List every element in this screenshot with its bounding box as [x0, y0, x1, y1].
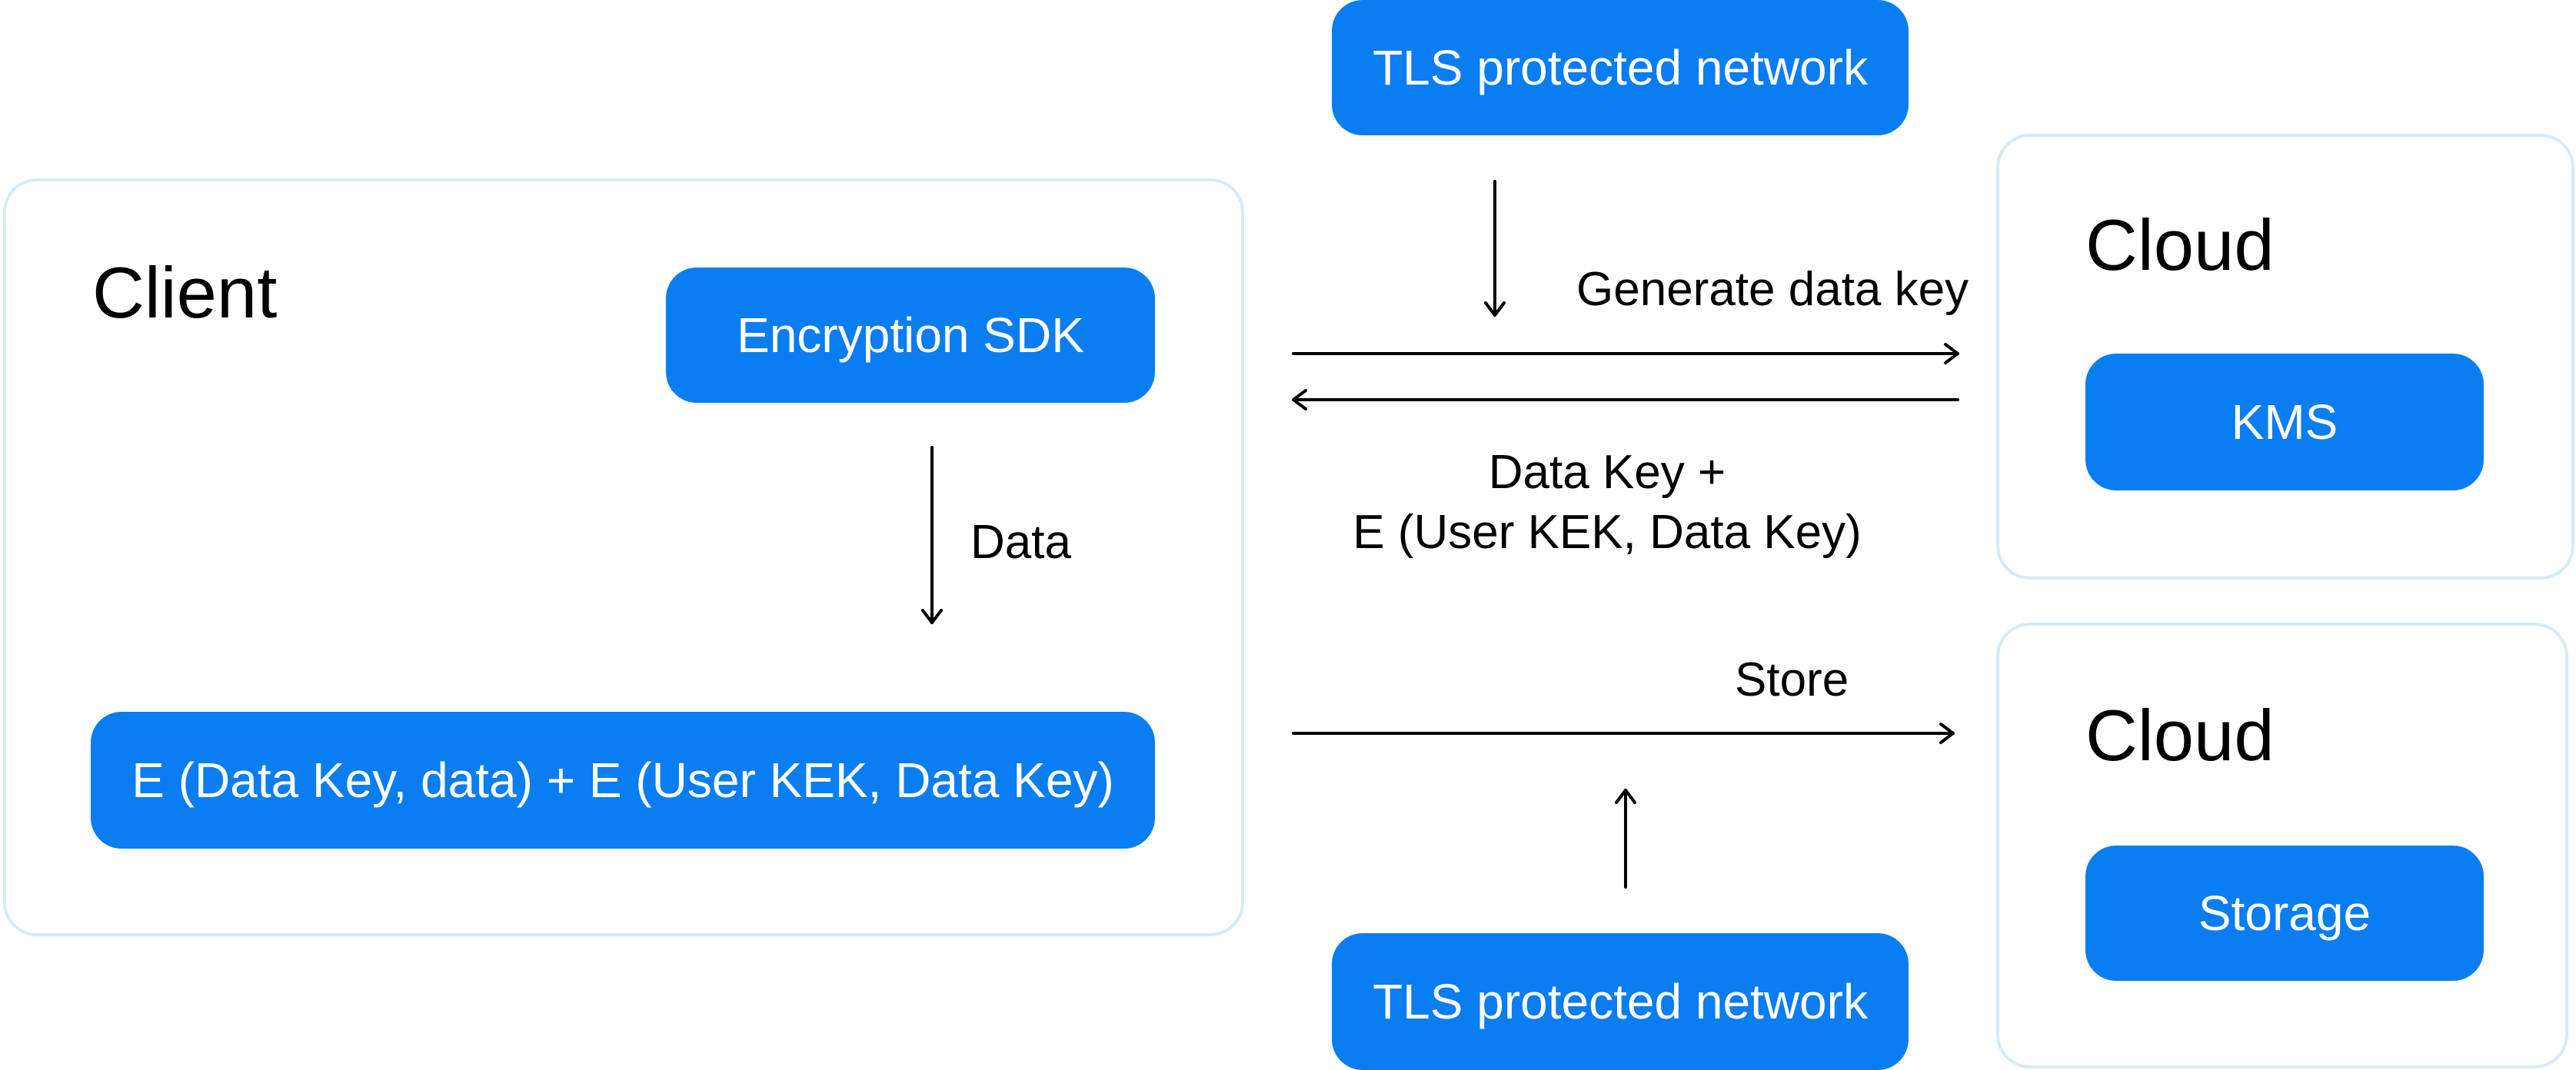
data-down-arrow — [921, 446, 943, 624]
data-label: Data — [970, 516, 1071, 569]
store-label: Store — [1735, 653, 1849, 706]
data-key-return-label: Data Key + E (User KEK, Data Key) — [1307, 443, 1907, 563]
data-key-return-line1: Data Key + — [1488, 446, 1726, 499]
storage-box: Storage — [2085, 846, 2484, 981]
encrypted-output-box: E (Data Key, data) + E (User KEK, Data K… — [91, 712, 1155, 849]
encryption-sdk-box: Encryption SDK — [666, 268, 1155, 403]
client-title: Client — [92, 252, 278, 333]
tls-network-top-box: TLS protected network — [1332, 0, 1909, 135]
cloud-storage-title: Cloud — [2085, 695, 2275, 776]
tls-top-down-arrow — [1484, 180, 1506, 317]
data-key-return-line2: E (User KEK, Data Key) — [1353, 506, 1862, 559]
kms-box: KMS — [2085, 354, 2484, 490]
tls-network-bottom-box: TLS protected network — [1332, 933, 1909, 1070]
store-right-arrow — [1292, 723, 1955, 744]
cloud-kms-title: Cloud — [2085, 204, 2275, 285]
tls-bottom-up-arrow — [1615, 789, 1636, 889]
generate-data-key-label: Generate data key — [1576, 263, 1969, 316]
generate-key-right-arrow — [1292, 343, 1959, 364]
data-key-left-arrow — [1292, 389, 1959, 410]
